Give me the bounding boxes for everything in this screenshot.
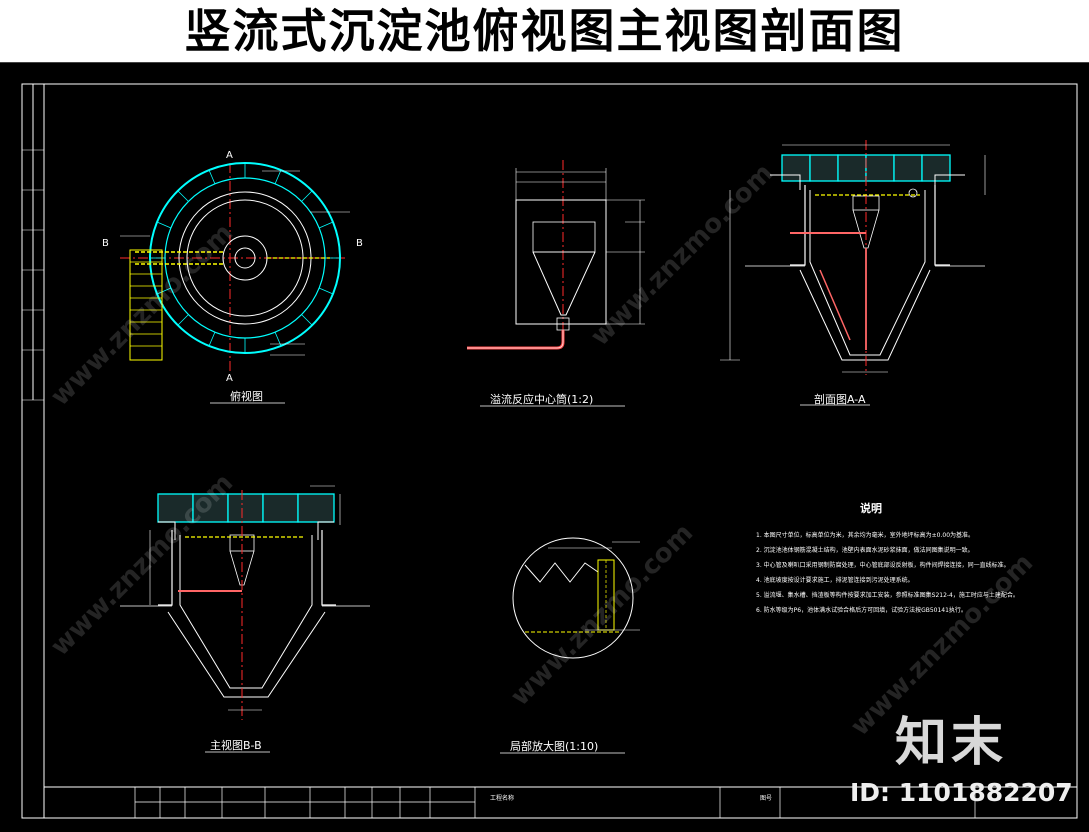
- note-item: 4. 池底坡度按设计要求施工，排泥管连接到污泥处理系统。: [756, 577, 914, 584]
- note-item: 2. 沉淀池池体钢筋混凝土结构，池壁内表面水泥砂浆抹面，做法同图集说明一致。: [756, 547, 974, 554]
- section-aa-view: [720, 140, 986, 375]
- note-item: 6. 防水等级为P6，池体满水试验合格后方可回填，试验方法按GB50141执行。: [756, 607, 967, 614]
- plan-cut-b-left: B: [102, 238, 109, 249]
- detail-view: [512, 537, 640, 659]
- detail-caption: 局部放大图(1:10): [510, 740, 599, 753]
- left-margin-cells: [22, 149, 44, 401]
- note-item: 3. 中心管及喇叭口采用钢制防腐处理，中心管底部设反射板，构件间焊接连接，同一直…: [756, 562, 1010, 569]
- cad-sheet: [0, 62, 1089, 832]
- title-block-sheet: 图号: [760, 795, 773, 802]
- sheet-frame: [21, 83, 1078, 819]
- title-block-project: 工程名称: [490, 795, 515, 802]
- plan-cut-a-top: A: [226, 150, 233, 161]
- title-block: [134, 787, 976, 818]
- plan-view: [120, 162, 350, 372]
- plan-cut-a-bottom: A: [226, 373, 233, 384]
- note-item: 5. 溢流堰、集水槽、挡渣板等构件按要求加工安装，参照标准图集S212-4，施工…: [756, 592, 1019, 599]
- section-aa-caption: 剖面图A-A: [814, 393, 866, 406]
- elevation-bb-view: [120, 485, 370, 720]
- image-id: ID: 1101882207: [850, 778, 1073, 807]
- notes-list: 1. 本图尺寸单位，标高单位为米，其余均为毫米，室外地坪标高为±0.00为基准。…: [756, 528, 1056, 618]
- plan-caption: 俯视图: [230, 390, 263, 403]
- center-pipe-view: [467, 160, 645, 350]
- cad-drawing: A A B B: [0, 62, 1089, 819]
- notes-title: 说明: [860, 502, 882, 515]
- elevation-bb-caption: 主视图B-B: [210, 739, 262, 752]
- page-title: 竖流式沉淀池俯视图主视图剖面图: [184, 4, 905, 58]
- center-pipe-caption: 溢流反应中心筒(1:2): [490, 393, 594, 406]
- note-item: 1. 本图尺寸单位，标高单位为米，其余均为毫米，室外地坪标高为±0.00为基准。: [756, 532, 975, 539]
- brand-logo: 知末: [895, 713, 1008, 773]
- plan-cut-b-right: B: [356, 238, 363, 249]
- title-band: [0, 0, 1089, 62]
